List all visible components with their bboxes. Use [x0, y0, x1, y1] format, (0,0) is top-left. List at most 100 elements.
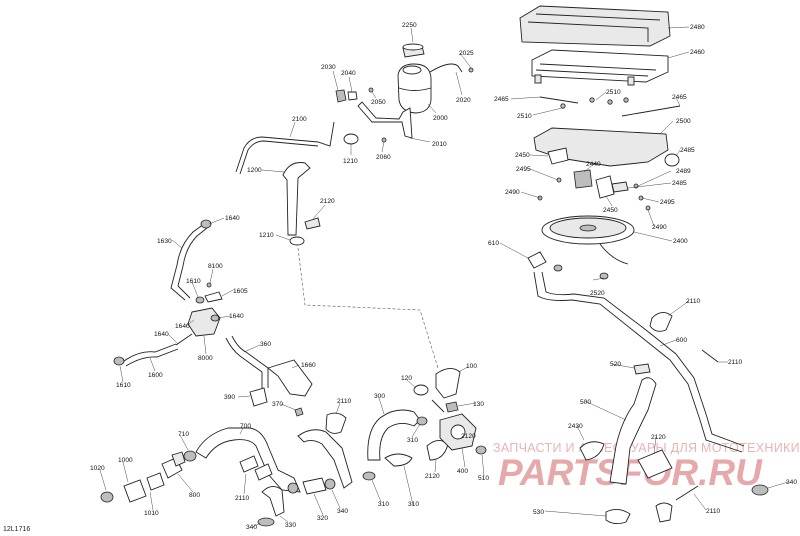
pipe-700 [195, 427, 301, 493]
radiator-foot-right [627, 76, 635, 86]
hose-end-lower [655, 502, 673, 523]
label-2520: 2520 [590, 290, 605, 297]
clamp-1020 [100, 491, 114, 503]
label-2440: 2440 [586, 161, 601, 168]
clip-2485 [611, 181, 629, 193]
relay-2440 [573, 169, 593, 189]
label-520: 520 [610, 361, 621, 368]
fan-wire [599, 243, 629, 265]
clamp-340-c [257, 517, 275, 527]
label-2025: 2025 [459, 50, 474, 57]
reservoir-seam [398, 87, 432, 91]
label-2500: 2500 [676, 118, 691, 125]
clip-390 [249, 387, 268, 407]
clip-2110-b [254, 463, 273, 481]
label-1210-upper: 1210 [343, 158, 358, 165]
cover-inner-rim [527, 21, 649, 42]
label-2040: 2040 [341, 70, 356, 77]
fitting-1605 [204, 291, 223, 303]
bracket-2450-bottom [595, 175, 615, 199]
screw-2495-right [638, 195, 644, 201]
label-2060: 2060 [376, 154, 391, 161]
label-1210-lower: 1210 [259, 232, 274, 239]
label-320: 320 [317, 515, 328, 522]
gasket-2120-left [384, 453, 413, 467]
coupler-1010 [146, 472, 165, 491]
label-2450-top: 2450 [515, 152, 530, 159]
valve-inlet [175, 333, 193, 346]
label-600: 600 [676, 337, 687, 344]
label-1640-left: 1640 [154, 331, 169, 338]
bracket-2430 [579, 441, 605, 461]
label-2120-left: 2120 [320, 198, 335, 205]
label-2510-right: 2510 [606, 89, 621, 96]
right-hose-group [533, 271, 769, 525]
label-2485-top: 2485 [680, 147, 695, 154]
figure-code: 12L1716 [3, 526, 30, 533]
pump-link [431, 399, 445, 413]
hose-360-inner [231, 335, 269, 388]
reservoir-cap-top [402, 43, 424, 51]
grommet-2485 [664, 153, 680, 167]
leader-lines [99, 26, 789, 528]
label-330: 330 [285, 522, 296, 529]
label-1640-top: 1640 [225, 215, 240, 222]
label-1600: 1600 [148, 372, 163, 379]
watermark: ЗАПЧАСТИ И АКСЕССУАРЫ ДЛЯ МОТОТЕХНИКИ PA… [493, 441, 800, 493]
label-100: 100 [466, 363, 477, 370]
gasket-530 [605, 509, 631, 525]
label-2110-lower-left: 2110 [235, 495, 250, 502]
pipe-700-branch [297, 429, 353, 489]
label-8100: 8100 [208, 263, 223, 270]
radiator-foot-left [534, 74, 542, 84]
label-1020: 1020 [90, 465, 105, 472]
hose-1200 [282, 162, 311, 236]
callout-labels: 2250 2025 2030 2040 2050 2020 2000 2100 … [90, 22, 797, 531]
coupler-320 [302, 477, 327, 495]
hose-360 [225, 337, 263, 388]
valve-assembly-8000 [187, 307, 221, 337]
label-1000: 1000 [118, 457, 133, 464]
fitting-800-tee [171, 451, 186, 467]
screw-2510-d [623, 97, 629, 103]
label-1010: 1010 [144, 510, 159, 517]
hose-600-inner [541, 271, 745, 447]
overflow-hose-2100 [235, 121, 335, 173]
label-130: 130 [473, 401, 484, 408]
tie-2110-lower [675, 485, 699, 501]
screw-2050 [368, 87, 374, 93]
label-360: 360 [260, 341, 271, 348]
hose-1630 [170, 223, 205, 301]
lower-left-pipes [100, 335, 353, 527]
radiator-cover-2480 [519, 5, 671, 47]
clamp-510 [475, 445, 487, 455]
label-310-b: 310 [407, 437, 418, 444]
label-610: 610 [488, 240, 499, 247]
clamp-120 [413, 384, 429, 396]
hose-clip-2040 [347, 91, 358, 101]
label-2110-lower-right: 2110 [706, 508, 721, 515]
label-310-a: 310 [378, 501, 389, 508]
tie-2110-right [701, 349, 719, 363]
radiator-core-2460 [531, 49, 669, 83]
clamp-1640-right [210, 314, 220, 322]
label-2465-right: 2465 [672, 94, 687, 101]
label-2010: 2010 [432, 141, 447, 148]
rod-2465-left [539, 96, 579, 104]
part-130 [445, 401, 459, 413]
hose-1600-inner [125, 348, 179, 367]
left-hose-group [113, 121, 335, 367]
overflow-hose-2100-inner [239, 140, 319, 175]
label-2110-upper: 2110 [686, 298, 701, 305]
label-2485-bottom: 2485 [672, 180, 687, 187]
label-8000: 8000 [198, 355, 213, 362]
reservoir-bracket [357, 101, 413, 139]
label-340-a: 340 [337, 508, 348, 515]
screw-2490-right [645, 205, 651, 211]
label-2050: 2050 [371, 99, 386, 106]
label-2120-center: 2120 [425, 473, 440, 480]
label-2495-right: 2495 [660, 199, 675, 206]
watermark-text: ЗАПЧАСТИ И АКСЕССУАРЫ ДЛЯ МОТОТЕХНИКИ [493, 441, 800, 455]
center-pump-group [297, 247, 487, 481]
